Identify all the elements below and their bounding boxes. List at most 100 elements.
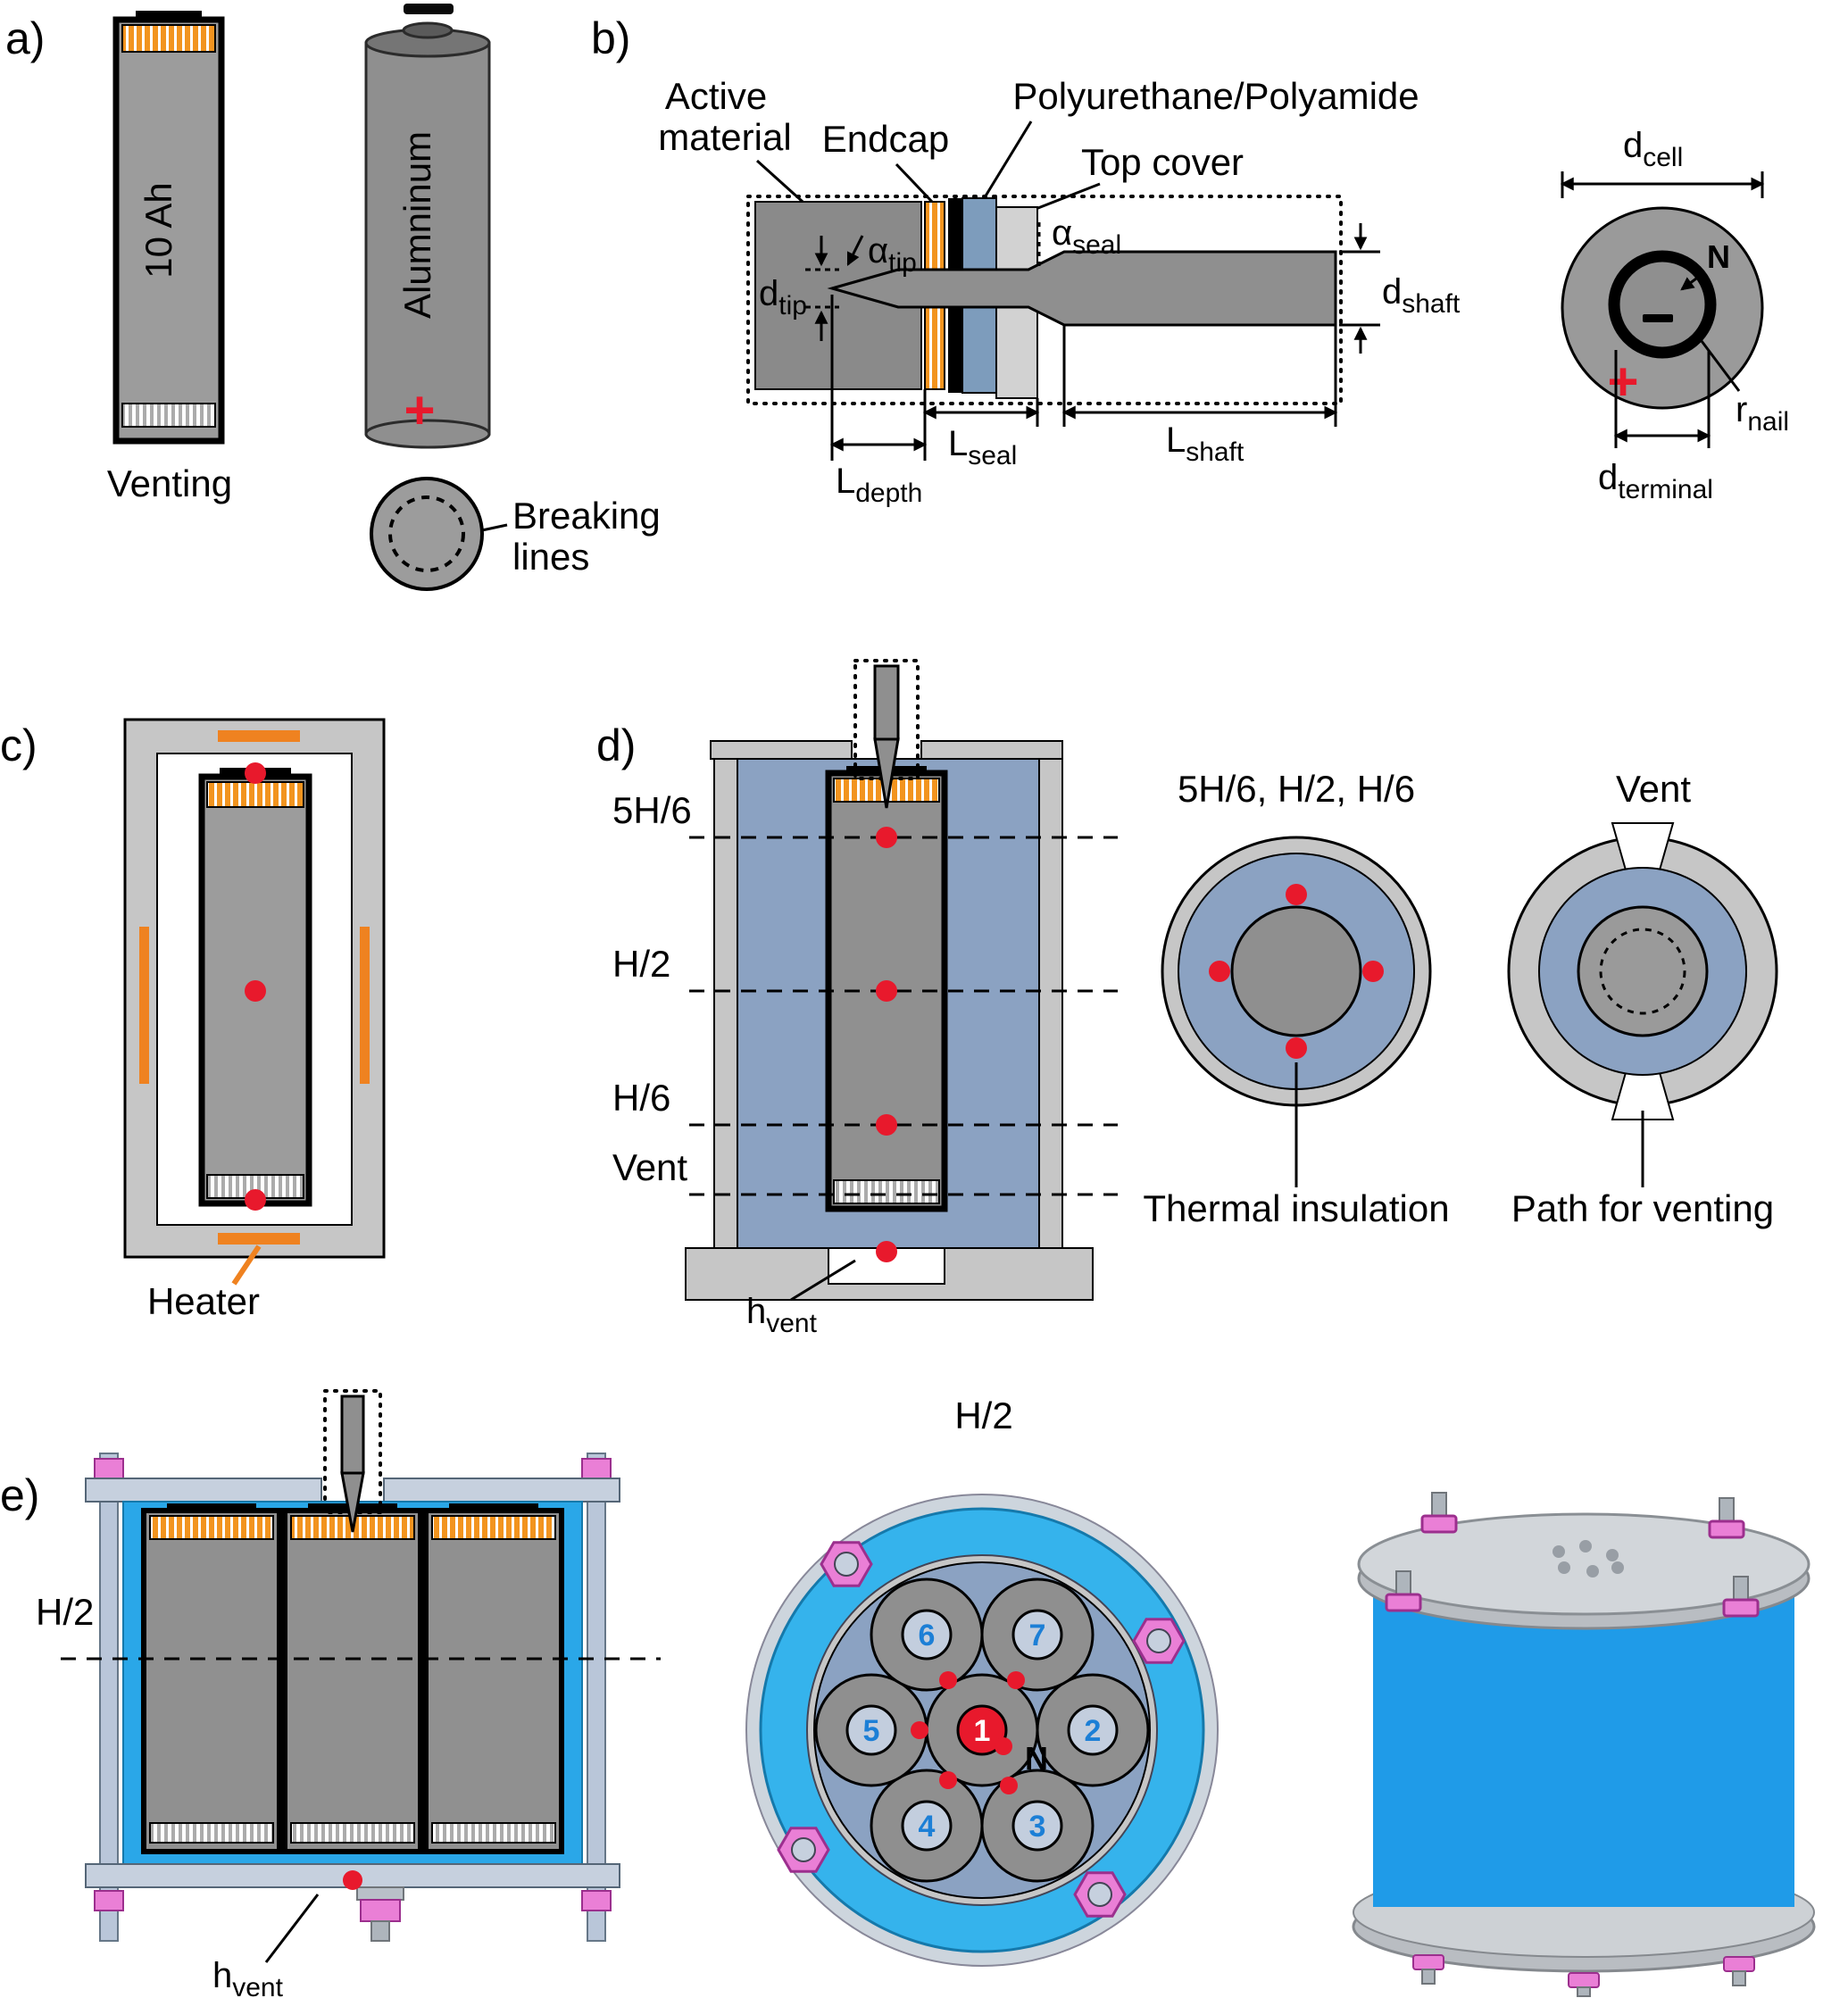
nail-tip [340,1471,365,1533]
panel-b-label: b) [591,13,630,63]
nail-outline-box [853,659,920,780]
module-cell-4: 4 [870,1769,984,1883]
dim-L-shaft: Lshaft [1166,420,1244,467]
minus-sign [404,4,454,14]
sensor-dot [1007,1671,1025,1689]
flange-bolt [820,1541,873,1587]
nut [581,1458,612,1479]
top-cover-label: Top cover [1081,141,1244,183]
sensor-dot [995,1737,1012,1755]
module-cell-7: 7 [980,1578,1095,1692]
top-plate [1357,1512,1811,1616]
pointer-line [980,121,1033,203]
nut [94,1890,124,1911]
terminal-circle [1608,250,1717,359]
north-label: N [1025,1740,1048,1777]
sensor-dot [876,980,897,1002]
nail-shaft [340,1394,365,1475]
tie-rod-left [99,1453,119,1942]
breaking-lines-label-2: lines [512,536,589,578]
dim-d-shaft: dshaft [1382,272,1461,319]
sensor-dot [1362,961,1384,982]
top-bolt [1385,1570,1422,1612]
cell-disc [1577,905,1709,1037]
venting-label: Venting [107,462,232,504]
panel-b: b) Active material Endcap Polyurethane/P… [591,13,1789,508]
cell-3-right [423,1503,564,1854]
module-cell-5: 5 [814,1673,928,1787]
panel-c-label: c) [0,720,37,770]
bottom-bolt [1568,1972,1600,1997]
section-title-vent: Vent [1616,768,1691,810]
nut [94,1458,124,1479]
pointer-line [1700,340,1741,392]
svg-text:5: 5 [863,1714,880,1748]
svg-text:3: 3 [1029,1810,1046,1844]
flange-bolt [1073,1871,1127,1918]
dim-alpha-seal: αseal [1052,213,1121,260]
cylindrical-cell: Alumninum + [364,4,491,449]
angle-arrow [846,235,864,267]
insulation-section: 5H/6, H/2, H/6 Thermal insulation [1143,768,1449,1229]
dim-alpha-tip: αtip [868,231,917,278]
dim-r-nail: rnail [1736,390,1789,437]
cell-capacity-label: 10 Ah [137,182,179,278]
dim-d-cell: dcell [1623,126,1683,172]
module-cell-1-center: 1 [925,1673,1039,1787]
svg-text:7: 7 [1029,1619,1046,1653]
nail-shaft [873,664,900,741]
cell-top-outline [746,195,1343,405]
bolt-washer [356,1886,404,1901]
tie-rod-right [587,1453,606,1942]
section-title-h2: H/2 [954,1394,1012,1436]
north-arrow [1680,271,1704,291]
cell-vent-hatch [833,1179,940,1204]
negative-terminal [402,21,454,39]
vent-section: Vent Path for venting [1507,768,1778,1229]
multi-cell-assembly: H/2 hvent [36,1389,661,1998]
pointer-line [790,1259,856,1302]
cell-top-circle [370,477,484,591]
top-plate-right [383,1478,620,1503]
bolt-nut [360,1899,401,1922]
sensor-dot [911,1721,928,1739]
breaking-line-circle [388,495,465,572]
sensor-dot-middle [245,980,266,1002]
sensor-dot [939,1671,957,1689]
flange-bolt [1132,1618,1186,1664]
cell-material-label: Alumninum [396,131,438,319]
breaking-lines-detail: Breaking lines [370,477,661,591]
sensor-dot [876,1114,897,1136]
wall-left [713,758,738,1249]
penetrated-cell-marker [956,1704,1008,1756]
minus-mark [1643,314,1673,322]
pointer-line [264,1894,320,1963]
plate-hole [1558,1561,1570,1574]
svg-text:6: 6 [919,1619,936,1653]
plate-hole [1552,1545,1565,1558]
panel-d-label: d) [596,720,636,770]
sensor-dot [1286,1037,1307,1059]
cell-disc [1230,905,1362,1037]
flange-bolt [777,1827,830,1873]
plate-hole [1579,1540,1592,1553]
top-bolt [1420,1492,1458,1534]
north-label: N [1707,238,1730,275]
sensor-dot-top [245,762,266,784]
plate-hole [1606,1549,1619,1561]
panel-e: e) [0,1389,1816,1998]
panel-e-label: e) [0,1470,39,1520]
sensor-dot [939,1771,957,1789]
module-render-3d [1352,1492,1816,1997]
sensor-dot [876,827,897,848]
top-bolt [1708,1497,1745,1539]
top-plate-left [85,1478,322,1503]
module-cell-3: 3 [980,1769,1095,1883]
bottom-bolt [1723,1956,1755,1986]
cell-top-hatch [206,781,304,808]
dim-h-vent: hvent [212,1956,284,1998]
heater-pointer-line [231,1245,262,1286]
panel-a-label: a) [5,13,45,63]
